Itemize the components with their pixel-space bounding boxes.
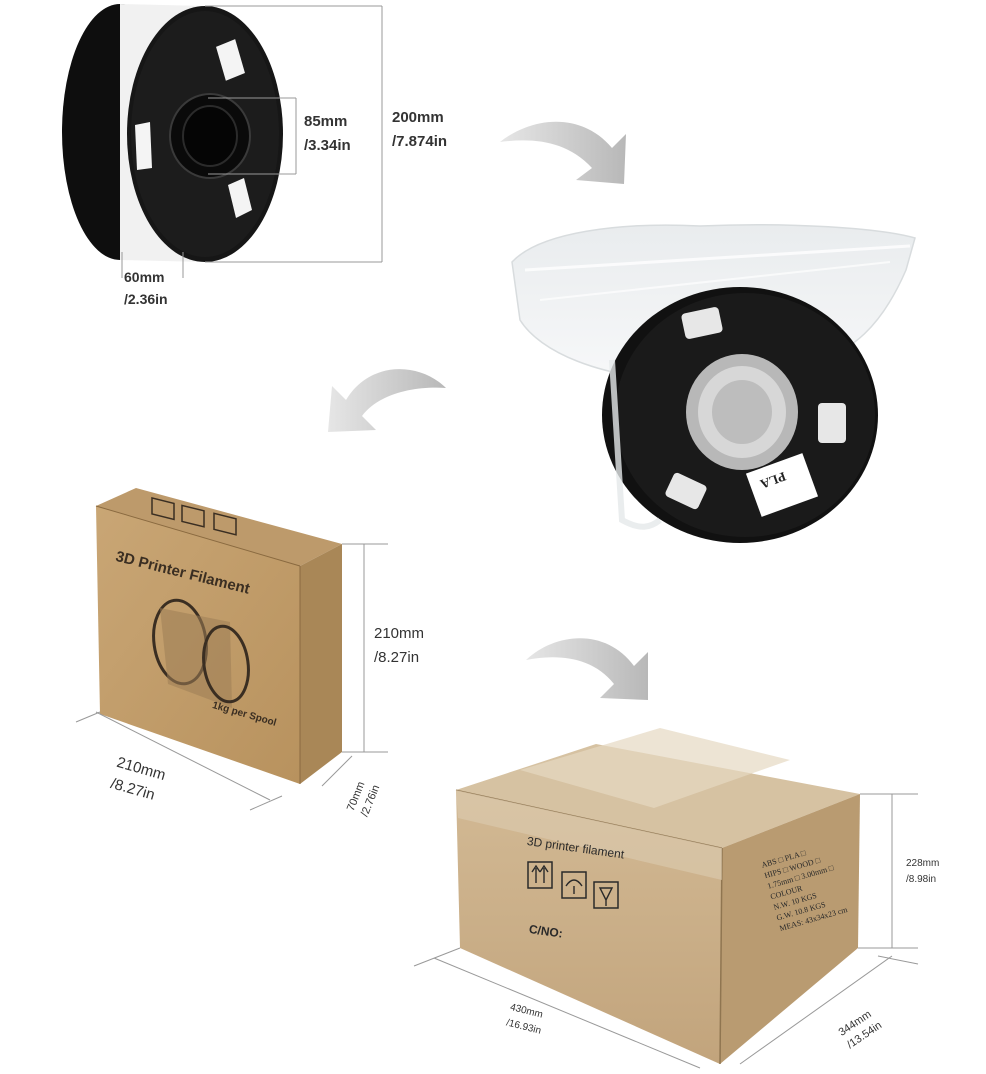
spool-hub-dimension: 85mm /3.34in	[304, 110, 351, 158]
spool-width-mm: 60mm	[124, 269, 165, 285]
spool-image	[62, 4, 383, 278]
shipping-carton-image	[413, 728, 919, 1069]
spool-width-in: /2.36in	[124, 291, 168, 307]
curved-arrow-1	[500, 121, 626, 184]
retail-box-image	[75, 488, 388, 811]
spool-outer-dimension: 200mm /7.874in	[392, 106, 447, 154]
spool-outer-in: /7.874in	[392, 133, 448, 150]
bagged-spool-image	[511, 224, 916, 543]
curved-arrow-2	[328, 369, 446, 432]
spool-hub-mm: 85mm	[304, 113, 348, 130]
carton-height-in: /8.98in	[906, 874, 937, 885]
spool-width-dimension: 60mm /2.36in	[124, 266, 168, 310]
retail-box-height-in: /8.27in	[374, 649, 420, 666]
retail-box-height-dimension: 210mm /8.27in	[374, 622, 424, 670]
carton-height-mm: 228mm	[906, 858, 940, 869]
curved-arrow-3	[526, 638, 648, 700]
spool-outer-mm: 200mm	[392, 109, 444, 126]
carton-height-dimension: 228mm /8.98in	[906, 856, 939, 888]
spool-hub-in: /3.34in	[304, 137, 351, 154]
retail-box-height-mm: 210mm	[374, 625, 425, 642]
